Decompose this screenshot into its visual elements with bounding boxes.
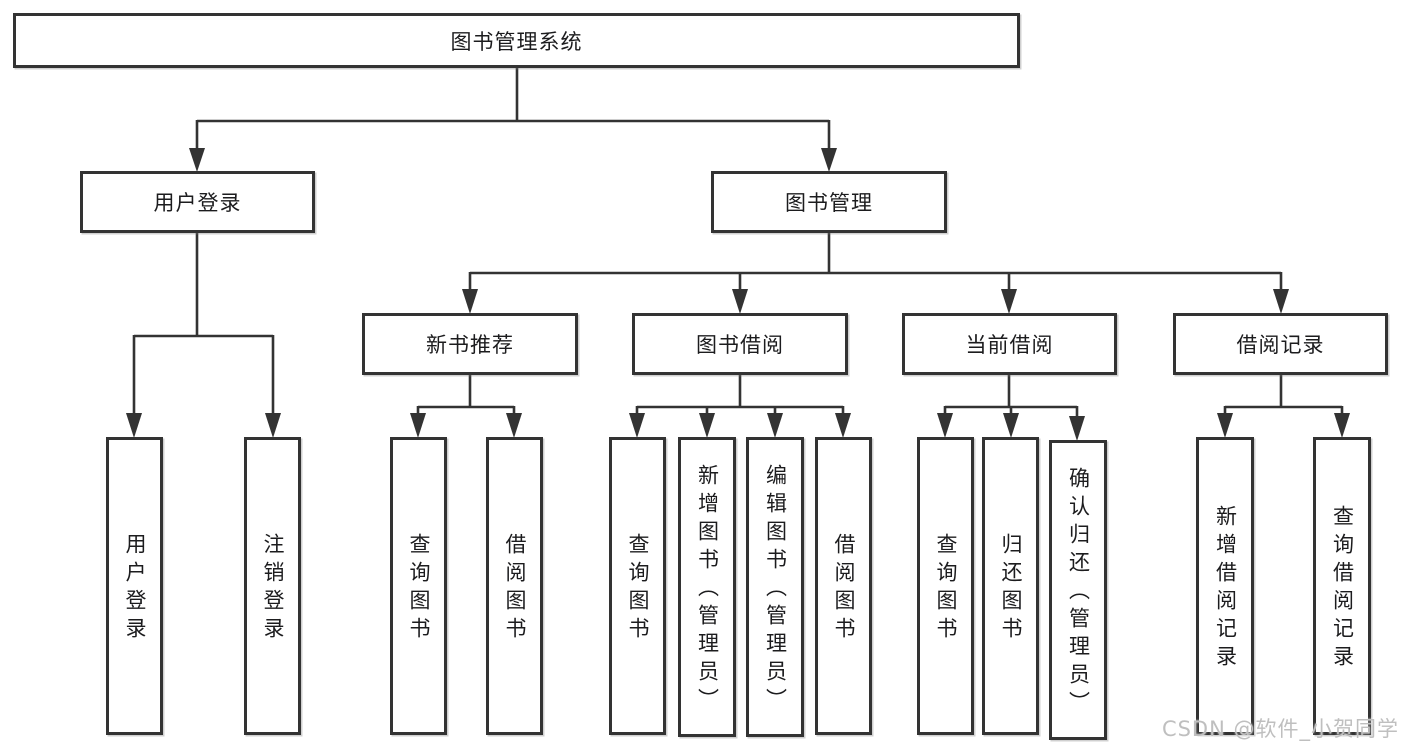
node-new-book-recommend: 新书推荐	[362, 313, 578, 375]
leaf-borrow-edit-books-admin: 编辑图书（管理员）	[746, 437, 804, 737]
node-current-borrowing: 当前借阅	[902, 313, 1117, 375]
node-book-management: 图书管理	[711, 171, 947, 233]
arrowheads	[126, 148, 1350, 441]
node-book-borrowing: 图书借阅	[632, 313, 848, 375]
leaf-recommend-query-books: 查询图书	[390, 437, 447, 735]
tree-edges	[132, 68, 1344, 416]
leaf-current-confirm-return-admin: 确认归还（管理员）	[1049, 440, 1107, 740]
leaf-current-return-books: 归还图书	[982, 437, 1039, 735]
node-user-login: 用户登录	[80, 171, 315, 233]
leaf-borrow-borrow-books: 借阅图书	[815, 437, 872, 735]
node-borrowing-records: 借阅记录	[1173, 313, 1388, 375]
leaf-user-login: 用户登录	[106, 437, 163, 735]
leaf-borrow-query-books: 查询图书	[609, 437, 666, 735]
leaf-recommend-borrow-books: 借阅图书	[486, 437, 543, 735]
node-root-system: 图书管理系统	[13, 13, 1020, 68]
leaf-current-query-books: 查询图书	[917, 437, 974, 735]
leaf-logout: 注销登录	[244, 437, 301, 735]
leaf-records-add-record: 新增借阅记录	[1196, 437, 1254, 735]
csdn-watermark: CSDN @软件_小贺同学	[1161, 717, 1399, 741]
leaf-borrow-add-books-admin: 新增图书（管理员）	[678, 437, 736, 737]
leaf-records-query-record: 查询借阅记录	[1313, 437, 1371, 735]
